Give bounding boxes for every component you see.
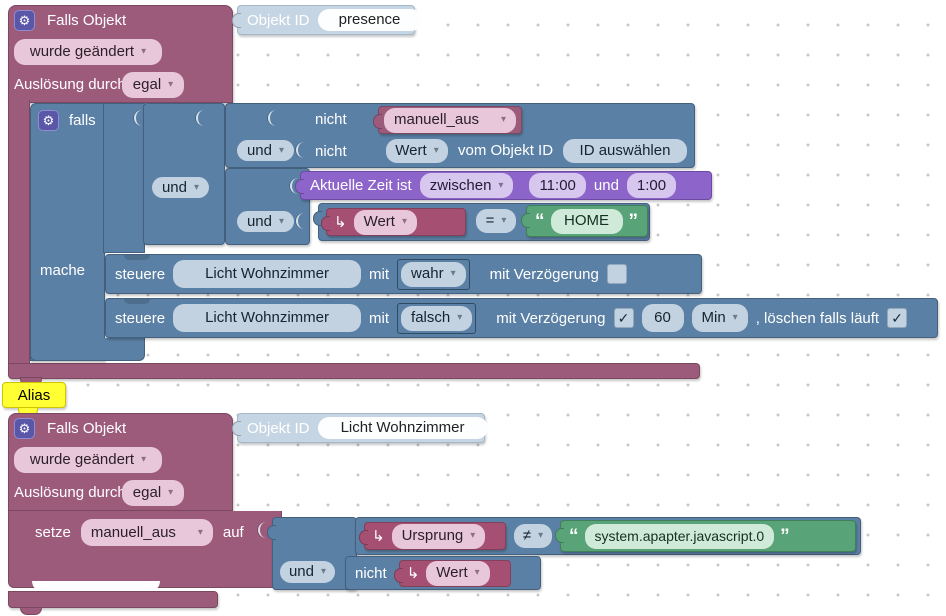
object-id-label: Objekt ID [247,11,310,29]
trigger-value-wert-block[interactable]: ↳ Wert [393,559,511,587]
value-slot: falsch [397,302,477,334]
variable-dropdown[interactable]: manuell_aus [384,107,516,133]
clear-running-checkbox[interactable]: ✓ [887,308,908,328]
mit-label: mit [369,309,390,327]
bool-dropdown[interactable]: falsch [401,305,473,331]
time-mode-dropdown[interactable]: zwischen [419,173,514,198]
trigger-block-1-bottom[interactable] [8,363,700,379]
value-slot: wahr [397,258,470,290]
delay-checkbox[interactable]: ✓ [613,308,634,328]
change-mode-dropdown[interactable]: wurde geändert [14,39,162,65]
open-quote-icon: “ [569,525,579,547]
wert-dropdown[interactable]: Wert [353,209,418,235]
falls-block-left[interactable] [30,103,105,361]
text-string-block[interactable]: “ system.apapter.javascript.0 ” [555,520,856,552]
block-title: Falls Objekt [47,12,127,29]
and-dropdown[interactable]: und [237,140,294,161]
trigger-block-1-spine[interactable] [8,100,30,366]
delay-checkbox[interactable] [606,264,627,284]
close-quote-icon: ” [628,210,639,232]
statement-notch [32,581,160,592]
gear-icon[interactable]: ⚙ [14,10,35,31]
text-field[interactable]: system.apapter.javascript.0 [584,523,775,549]
value-socket [296,142,305,158]
falls-label: falls [69,112,96,129]
trigger-arrow-icon: ↳ [406,565,420,582]
alias-block[interactable]: Alias [2,382,66,408]
not-label: nicht [315,111,347,128]
delay-value-field[interactable]: 60 [641,304,684,332]
not-label: nicht [355,564,387,582]
trigger-value-ursprung-block[interactable]: ↳ Ursprung [359,522,506,550]
mache-label: mache [40,262,86,279]
trigger-arrow-icon: ↳ [334,214,347,231]
value-socket [258,522,267,538]
operator-dropdown[interactable]: ≠ [514,524,552,548]
value-socket [290,178,299,194]
trigger-by-label: Auslösung durch [14,76,126,93]
steuere-label: steuere [115,265,166,283]
value-socket [268,110,277,126]
wert-dropdown[interactable]: Wert [386,139,448,163]
object-id-block[interactable]: Objekt ID Licht Wohnzimmer [232,413,488,443]
control-block-2[interactable]: steuere Licht Wohnzimmer mit falsch mit … [105,298,938,338]
open-quote-icon: “ [535,210,545,232]
trigger-by-dropdown[interactable]: egal [122,480,184,506]
falls-block-foot[interactable] [30,338,145,361]
text-string-block[interactable]: “ HOME ” [521,205,648,237]
falls-block-filler[interactable] [103,103,145,253]
text-field[interactable]: HOME [550,208,623,234]
and-dropdown[interactable]: und [152,177,209,198]
time-to-field[interactable]: 1:00 [626,173,677,198]
object-id-field[interactable]: Licht Wohnzimmer [317,417,488,439]
control-oid-field[interactable]: Licht Wohnzimmer [173,260,362,288]
not-label: nicht [315,143,347,160]
trigger-value-wert-block[interactable]: ↳ Wert [321,208,466,236]
operator-dropdown[interactable]: = [476,209,516,233]
logic-and-outer-block[interactable] [143,103,225,245]
alias-label: Alias [17,386,51,404]
and-dropdown[interactable]: und [280,561,335,583]
value-socket [196,110,205,126]
object-id-block[interactable]: Objekt ID presence [232,5,422,35]
time-from-field[interactable]: 11:00 [529,173,586,198]
trigger-block-2-bottom[interactable] [8,591,218,608]
mit-label: mit [369,265,390,283]
steuere-label: steuere [115,309,166,327]
wert-dropdown[interactable]: Wert [426,560,490,586]
statement-connector-tab [20,607,42,615]
delay-label: mit Verzögerung [496,309,606,327]
object-id-picker-field[interactable]: ID auswählen [563,139,687,163]
time-and-label: und [593,177,619,194]
delay-unit-dropdown[interactable]: Min [691,304,748,332]
change-mode-dropdown[interactable]: wurde geändert [14,447,162,473]
ursprung-dropdown[interactable]: Ursprung [391,523,486,549]
control-oid-field[interactable]: Licht Wohnzimmer [173,304,362,332]
gear-icon[interactable]: ⚙ [38,110,59,131]
trigger-value-manuell-aus-block[interactable]: manuell_aus [373,106,522,134]
vom-objekt-id-label: vom Objekt ID [458,142,554,159]
close-quote-icon: ” [780,525,790,547]
trigger-by-label: Auslösung durch [14,484,126,501]
time-label: Aktuelle Zeit ist [310,177,412,194]
value-socket [134,110,143,126]
control-block-1[interactable]: steuere Licht Wohnzimmer mit wahr mit Ve… [105,254,702,294]
clear-running-label: , löschen falls läuft [755,309,880,327]
trigger-by-dropdown[interactable]: egal [122,72,184,98]
bool-dropdown[interactable]: wahr [401,261,466,287]
gear-icon[interactable]: ⚙ [14,418,35,439]
trigger-arrow-icon: ↳ [372,528,385,545]
block-title: Falls Objekt [47,420,127,437]
and-dropdown[interactable]: und [237,211,294,232]
not-block[interactable]: nicht ↳ Wert [345,556,541,590]
object-id-label: Objekt ID [247,419,310,437]
delay-label: mit Verzögerung [489,265,599,283]
object-id-field[interactable]: presence [317,9,422,31]
auf-label: auf [222,524,244,541]
setze-label: setze [35,524,71,541]
variable-dropdown[interactable]: manuell_aus [80,519,213,546]
time-condition-block[interactable]: Aktuelle Zeit ist zwischen 11:00 und 1:0… [295,171,712,200]
value-socket [296,213,305,229]
